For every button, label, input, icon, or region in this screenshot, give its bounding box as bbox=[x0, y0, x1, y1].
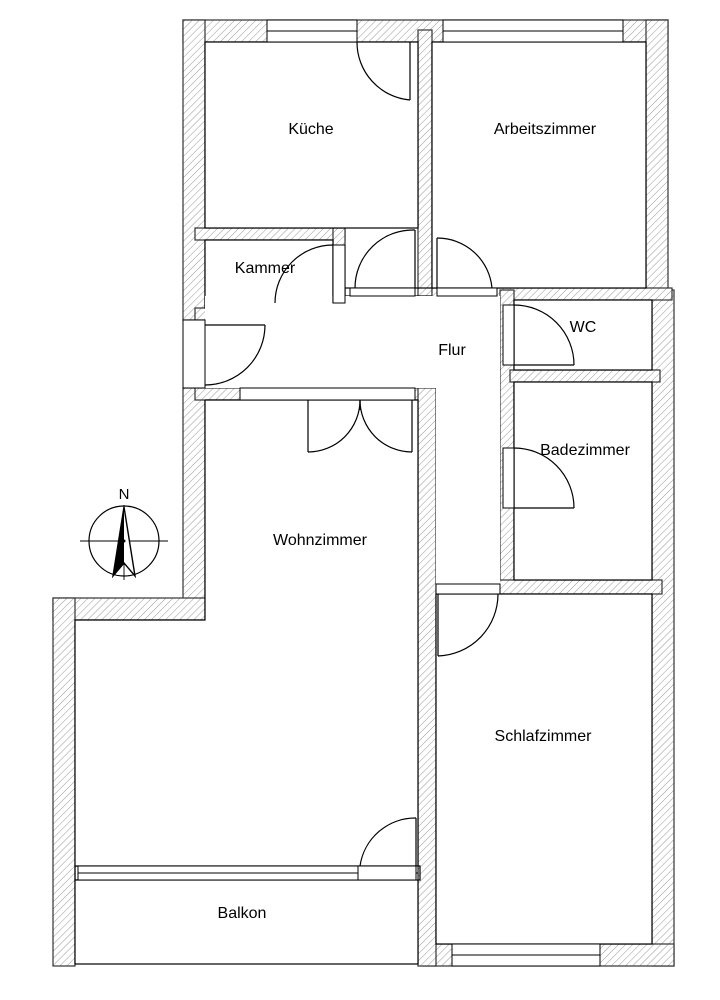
door-schlafzimmer bbox=[435, 583, 501, 657]
door-wohnzimmer-double bbox=[307, 399, 413, 453]
door-entrance bbox=[204, 324, 266, 386]
door-kueche-window bbox=[356, 41, 411, 101]
room-label-kueche: Küche bbox=[288, 121, 333, 138]
room-label-badezimmer: Badezimmer bbox=[540, 442, 630, 459]
room-labels: Küche Arbeitszimmer Kammer WC Flur Badez… bbox=[218, 121, 631, 922]
door-wc bbox=[502, 304, 575, 366]
room-label-kammer: Kammer bbox=[235, 260, 296, 277]
doors bbox=[204, 41, 575, 867]
room-label-flur: Flur bbox=[438, 342, 466, 359]
windows bbox=[77, 19, 624, 967]
compass-rose-icon: N bbox=[80, 486, 168, 580]
door-balkon bbox=[359, 817, 417, 867]
door-badezimmer bbox=[502, 447, 575, 509]
door-kammer bbox=[274, 244, 346, 304]
room-outlines bbox=[74, 41, 653, 965]
door-arbeitszimmer bbox=[436, 237, 498, 297]
window-wohnzimmer-top bbox=[239, 387, 416, 401]
room-label-balkon: Balkon bbox=[218, 905, 267, 922]
entrance-door-frame bbox=[182, 319, 206, 389]
compass-north-label: N bbox=[119, 486, 130, 503]
room-label-arbeitszimmer: Arbeitszimmer bbox=[494, 121, 597, 138]
room-label-schlafzimmer: Schlafzimmer bbox=[495, 728, 593, 745]
door-kueche bbox=[349, 229, 416, 297]
room-label-wc: WC bbox=[570, 319, 597, 336]
room-label-wohnzimmer: Wohnzimmer bbox=[273, 532, 368, 549]
